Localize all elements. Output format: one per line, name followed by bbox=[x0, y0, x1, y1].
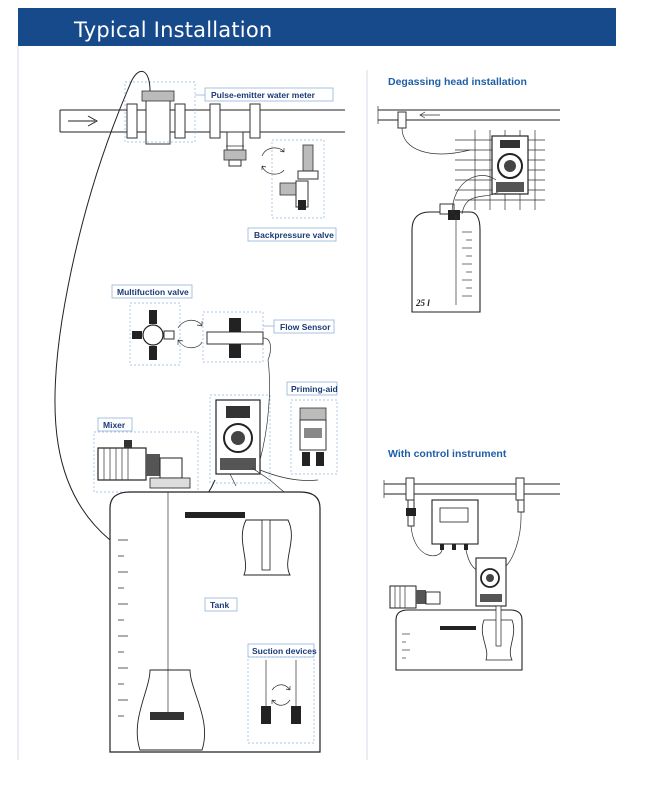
flow-sensor-tag bbox=[273, 319, 335, 334]
degassing-diagram: Degassing head installation bbox=[377, 76, 560, 313]
multifunction-tag bbox=[111, 284, 193, 299]
priming-aid bbox=[290, 399, 338, 475]
multifunction-valve bbox=[129, 302, 203, 366]
mixer bbox=[93, 431, 199, 493]
degassing-tank-volume: 25 l bbox=[415, 298, 430, 308]
degassing-title: Degassing head installation bbox=[388, 76, 527, 88]
pulse-emitter-tag bbox=[204, 87, 334, 102]
dosing-pump bbox=[209, 394, 285, 493]
control-pipe bbox=[383, 477, 560, 527]
tank bbox=[109, 491, 321, 753]
control-diagram: With control instrument bbox=[383, 448, 560, 671]
priming-aid-label: Priming-aid bbox=[291, 384, 338, 394]
priming-aid-tag bbox=[286, 381, 338, 396]
suction-label: Suction devices bbox=[252, 646, 317, 656]
injection-point bbox=[223, 131, 247, 167]
backpressure-valve bbox=[261, 139, 325, 219]
control-pump bbox=[475, 511, 522, 607]
degassing-tank: 25 l bbox=[411, 175, 499, 313]
suction-devices bbox=[247, 656, 315, 744]
tank-label: Tank bbox=[210, 600, 229, 610]
backpressure-label: Backpressure valve bbox=[254, 230, 334, 240]
pulse-emitter-callout bbox=[124, 81, 196, 143]
mixer-label: Mixer bbox=[103, 420, 126, 430]
control-mixer bbox=[389, 585, 441, 609]
flow-sensor-label: Flow Sensor bbox=[280, 322, 331, 332]
tank-scale bbox=[118, 539, 128, 717]
main-diagram: Pulse-emitter water meter Backpressure v… bbox=[54, 70, 345, 753]
pulse-emitter-label: Pulse-emitter water meter bbox=[211, 90, 316, 100]
multifunction-label: Multifuction valve bbox=[117, 287, 189, 297]
main-pipe bbox=[59, 90, 345, 145]
degassing-pump bbox=[455, 130, 545, 210]
mixer-tag bbox=[97, 417, 133, 432]
page-title: Typical Installation bbox=[74, 18, 273, 42]
control-title: With control instrument bbox=[388, 448, 507, 460]
header-bar: Typical Installation bbox=[18, 8, 616, 46]
backpressure-tag bbox=[247, 227, 337, 242]
control-tank bbox=[395, 605, 523, 671]
flow-sensor bbox=[202, 311, 271, 363]
degassing-pipe bbox=[377, 106, 560, 155]
control-instrument bbox=[410, 499, 489, 572]
tank-tag bbox=[204, 597, 238, 612]
